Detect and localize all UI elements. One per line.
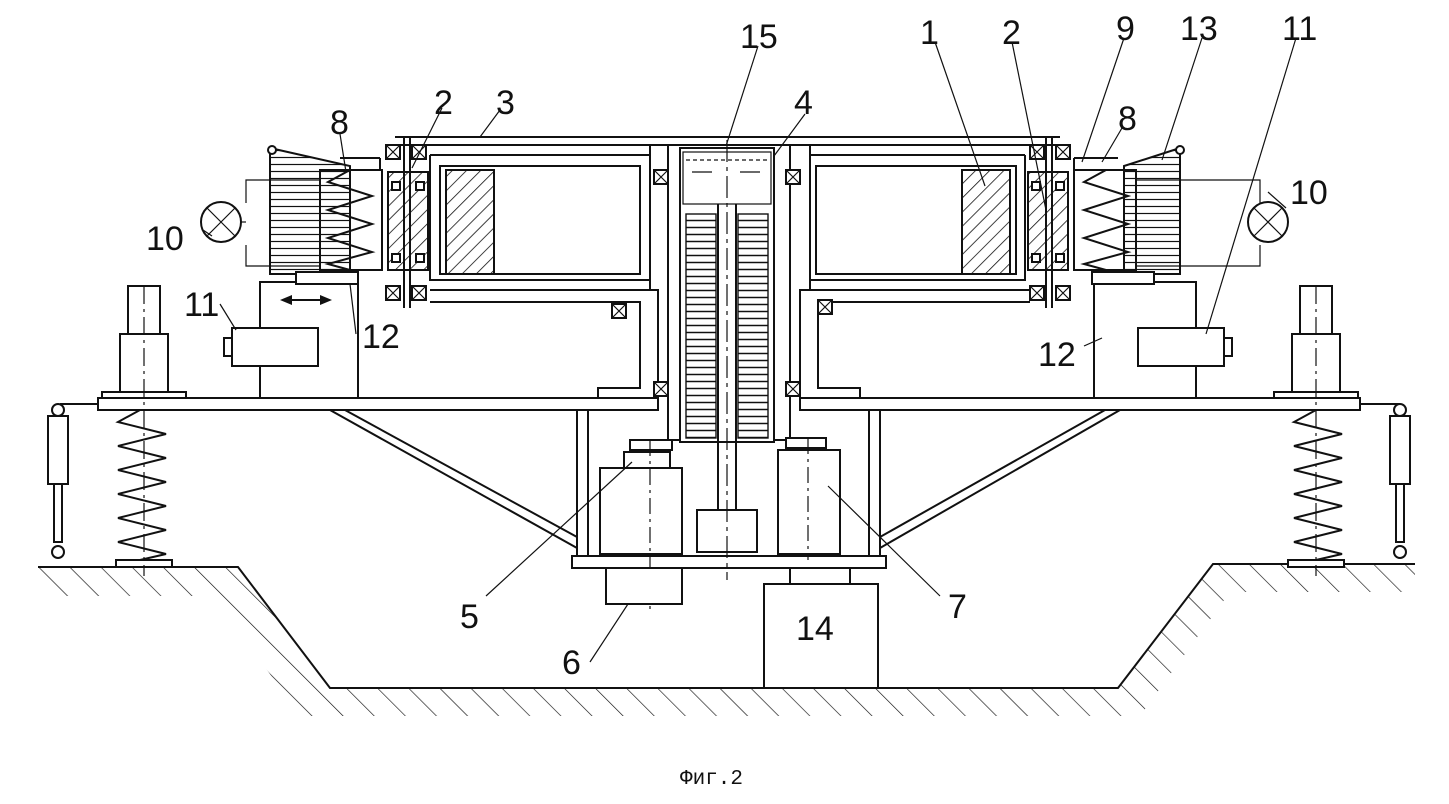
label-9: 9 xyxy=(1116,10,1135,48)
right-support-spring xyxy=(1291,409,1343,561)
label-11-right: 11 xyxy=(1282,10,1317,48)
label-13: 13 xyxy=(1180,10,1218,48)
left-suspension xyxy=(47,285,187,576)
label-5: 5 xyxy=(460,598,479,636)
label-3: 3 xyxy=(496,84,515,122)
gear-right xyxy=(785,437,827,449)
right-permanent-magnet-1 xyxy=(961,169,1011,275)
label-8-right: 8 xyxy=(1118,100,1137,138)
right-cooling-fins-13 xyxy=(1123,146,1181,275)
label-14: 14 xyxy=(796,610,834,648)
generator-7 xyxy=(777,449,841,555)
left-bearings xyxy=(385,144,669,397)
foundation-pit xyxy=(38,563,1415,716)
label-12-left: 12 xyxy=(362,318,400,356)
ground-hatch xyxy=(38,564,1415,716)
left-actuator-11 xyxy=(231,327,319,367)
label-2-left: 2 xyxy=(434,84,453,122)
disc-stack-right xyxy=(737,213,769,439)
right-actuator-11 xyxy=(1137,327,1225,367)
leader-lines xyxy=(202,37,1297,663)
label-8-left: 8 xyxy=(330,104,349,142)
gear-5 xyxy=(629,439,673,451)
block-14 xyxy=(763,583,879,689)
motor-block xyxy=(599,467,683,555)
right-rotor-unit xyxy=(774,137,1289,441)
label-2-right: 2 xyxy=(1002,14,1021,52)
drive-assembly xyxy=(599,437,879,689)
left-permanent-magnet xyxy=(445,169,495,275)
label-12-right: 12 xyxy=(1038,336,1076,374)
left-cooling-fins-13 xyxy=(269,146,351,275)
left-support-spring xyxy=(115,409,167,561)
disc-stack-left xyxy=(685,213,717,439)
right-suspension xyxy=(1273,285,1411,576)
label-1: 1 xyxy=(920,14,939,52)
label-6: 6 xyxy=(562,644,581,682)
label-10-left: 10 xyxy=(146,220,184,258)
label-10-right: 10 xyxy=(1290,174,1328,212)
left-rotor-unit xyxy=(200,137,680,441)
top-rotor-bar-3 xyxy=(395,136,1060,146)
label-7: 7 xyxy=(948,588,967,626)
part-labels: 15 1 2 9 13 11 8 4 3 2 8 10 10 11 12 12 … xyxy=(146,10,1328,682)
central-shaft-assembly xyxy=(679,140,775,580)
label-4: 4 xyxy=(794,84,813,122)
motor-6 xyxy=(605,567,683,605)
right-bearings xyxy=(785,144,1071,397)
label-11-left: 11 xyxy=(184,286,219,324)
figure-caption: Фиг.2 xyxy=(680,768,743,791)
label-15: 15 xyxy=(740,18,778,56)
main-frame xyxy=(60,397,1400,549)
